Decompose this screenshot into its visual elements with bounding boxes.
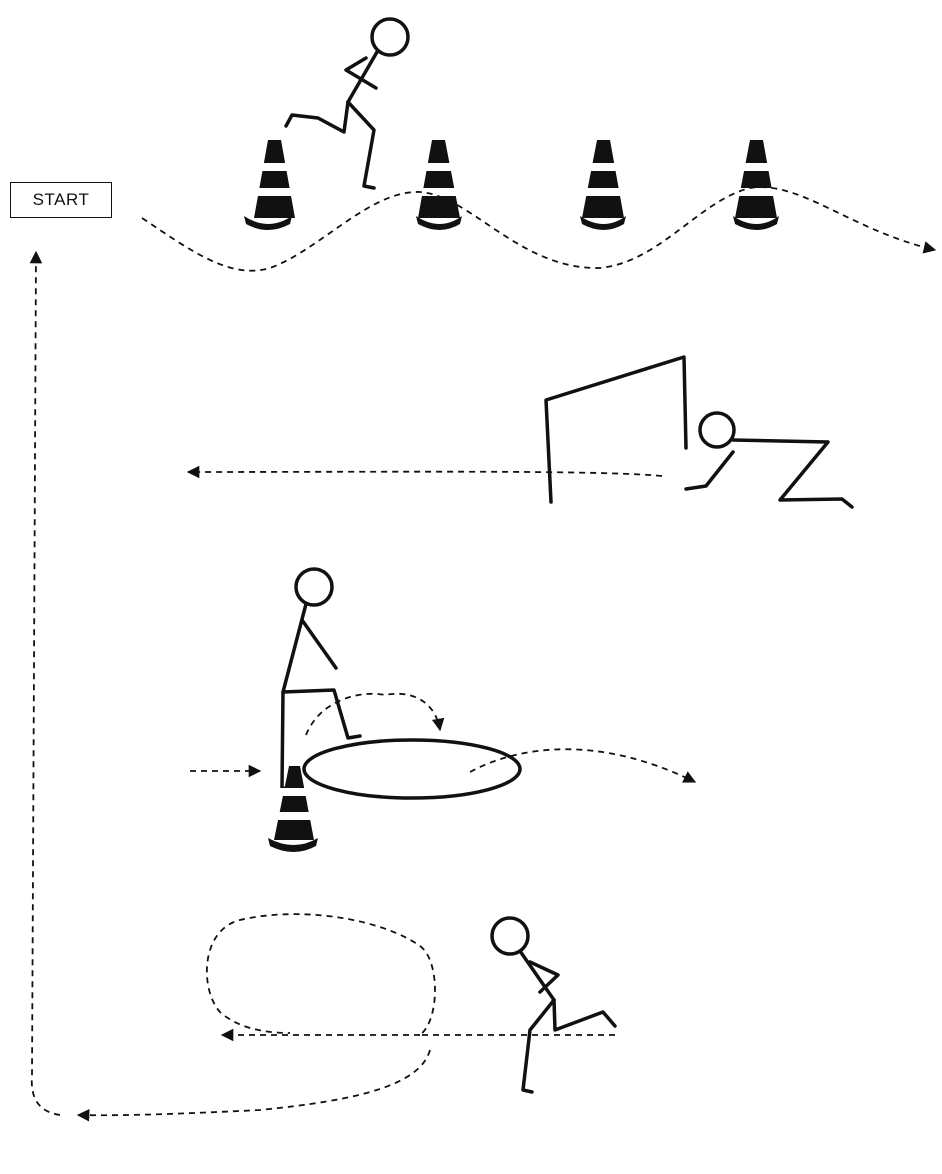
return-to-start-arrow — [32, 252, 60, 1115]
runner-figure-top — [286, 19, 408, 188]
cone-3 — [578, 140, 628, 230]
hoop-ring — [304, 740, 520, 798]
jumping-figure — [282, 569, 360, 790]
cone-4 — [731, 140, 781, 230]
cone-1 — [244, 140, 298, 230]
loop-to-finish-arrow — [78, 1050, 430, 1115]
crawling-figure — [686, 413, 852, 507]
hoop-jump-arrow — [306, 694, 440, 735]
crawl-barrier — [546, 357, 686, 502]
crawl-path-arrow — [188, 472, 662, 476]
runner-figure-bottom — [492, 918, 615, 1092]
cone-2 — [414, 140, 464, 230]
